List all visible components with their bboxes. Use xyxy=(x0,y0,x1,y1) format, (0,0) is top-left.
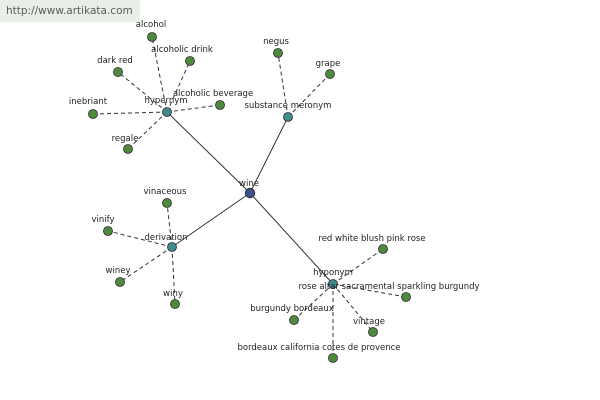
edge-derivation-winey xyxy=(119,246,173,283)
leaf-label-negus: negus xyxy=(263,37,289,47)
edge-wine-substance-meronym xyxy=(249,116,289,194)
leaf-label-alcoholic-drink: alcoholic drink xyxy=(151,45,213,55)
leaf-node-alcoholic-beverage[interactable] xyxy=(215,100,225,110)
edge-wine-derivation xyxy=(171,192,251,248)
edge-derivation-winy xyxy=(171,246,176,305)
leaf-node-negus[interactable] xyxy=(273,48,283,58)
edge-hypernym-dark-red xyxy=(117,71,168,113)
center-label-wine: wine xyxy=(239,179,259,189)
edge-hypernym-alcohol xyxy=(151,36,168,113)
leaf-node-alcoholic-drink[interactable] xyxy=(185,56,195,66)
leaf-label-inebriant: inebriant xyxy=(69,97,108,107)
edge-derivation-vinaceous xyxy=(166,202,173,248)
edges-layer xyxy=(92,36,407,358)
nodes-layer xyxy=(88,32,411,363)
leaf-node-vinaceous[interactable] xyxy=(162,198,172,208)
edge-substance-meronym-grape xyxy=(287,73,331,118)
leaf-label-vinaceous: vinaceous xyxy=(144,187,187,197)
leaf-node-bordeaux-california[interactable] xyxy=(328,353,338,363)
edge-hypernym-alcoholic-drink xyxy=(166,60,191,113)
edge-wine-hyponym xyxy=(249,192,334,285)
leaf-label-alcoholic-beverage: alcoholic beverage xyxy=(173,89,253,99)
leaf-label-alcohol: alcohol xyxy=(136,20,166,30)
edge-hypernym-inebriant xyxy=(92,111,168,115)
hub-label-hyponym: hyponym xyxy=(313,268,353,278)
hub-node-substance-meronym[interactable] xyxy=(283,112,293,122)
leaf-label-winy: winy xyxy=(163,289,183,299)
leaf-node-regale[interactable] xyxy=(123,144,133,154)
edge-hypernym-regale xyxy=(127,111,168,150)
leaf-label-burgundy-bordeaux: burgundy bordeaux xyxy=(250,304,334,314)
edge-hyponym-burgundy-bordeaux xyxy=(293,283,334,321)
edge-derivation-vinify xyxy=(107,230,173,248)
leaf-node-grape[interactable] xyxy=(325,69,335,79)
leaf-node-rose-altar-sacramental[interactable] xyxy=(401,292,411,302)
edge-hypernym-alcoholic-beverage xyxy=(166,104,221,113)
hub-node-derivation[interactable] xyxy=(167,242,177,252)
leaf-label-rose-altar-sacramental: rose altar sacramental sparkling burgund… xyxy=(298,282,479,292)
leaf-label-red-white-blush-pink-rose: red white blush pink rose xyxy=(318,234,425,244)
leaf-label-grape: grape xyxy=(316,59,341,69)
leaf-node-dark-red[interactable] xyxy=(113,67,123,77)
edge-hyponym-rose-altar-sacramental xyxy=(332,283,407,298)
edge-wine-hypernym xyxy=(166,111,251,194)
leaf-label-regale: regale xyxy=(112,134,139,144)
hub-node-hypernym[interactable] xyxy=(162,107,172,117)
hub-node-hyponym[interactable] xyxy=(328,279,338,289)
center-node-wine[interactable] xyxy=(244,187,256,199)
leaf-label-vinify: vinify xyxy=(91,215,114,225)
hub-label-substance-meronym: substance meronym xyxy=(245,101,332,111)
leaf-node-winy[interactable] xyxy=(170,299,180,309)
leaf-node-vintage[interactable] xyxy=(368,327,378,337)
edge-substance-meronym-negus xyxy=(277,52,289,118)
leaf-label-vintage: vintage xyxy=(353,317,385,327)
watermark-url: http://www.artikata.com xyxy=(0,0,140,22)
leaf-label-dark-red: dark red xyxy=(97,56,133,66)
leaf-node-inebriant[interactable] xyxy=(88,109,98,119)
leaf-node-red-white-blush-pink-rose[interactable] xyxy=(378,244,388,254)
edge-hyponym-red-white-blush-pink-rose xyxy=(332,248,384,285)
leaf-node-alcohol[interactable] xyxy=(147,32,157,42)
labels-layer: alcohol alcoholic drink dark red inebriant a… xyxy=(69,20,480,353)
leaf-label-bordeaux-california: bordeaux california cotes de provence xyxy=(237,343,400,353)
leaf-node-vinify[interactable] xyxy=(103,226,113,236)
leaf-node-burgundy-bordeaux[interactable] xyxy=(289,315,299,325)
hub-label-derivation: derivation xyxy=(144,233,187,243)
leaf-node-winey[interactable] xyxy=(115,277,125,287)
hub-label-hypernym: hypernym xyxy=(144,96,187,106)
edge-hyponym-vintage xyxy=(332,283,374,333)
leaf-label-winey: winey xyxy=(106,266,131,276)
